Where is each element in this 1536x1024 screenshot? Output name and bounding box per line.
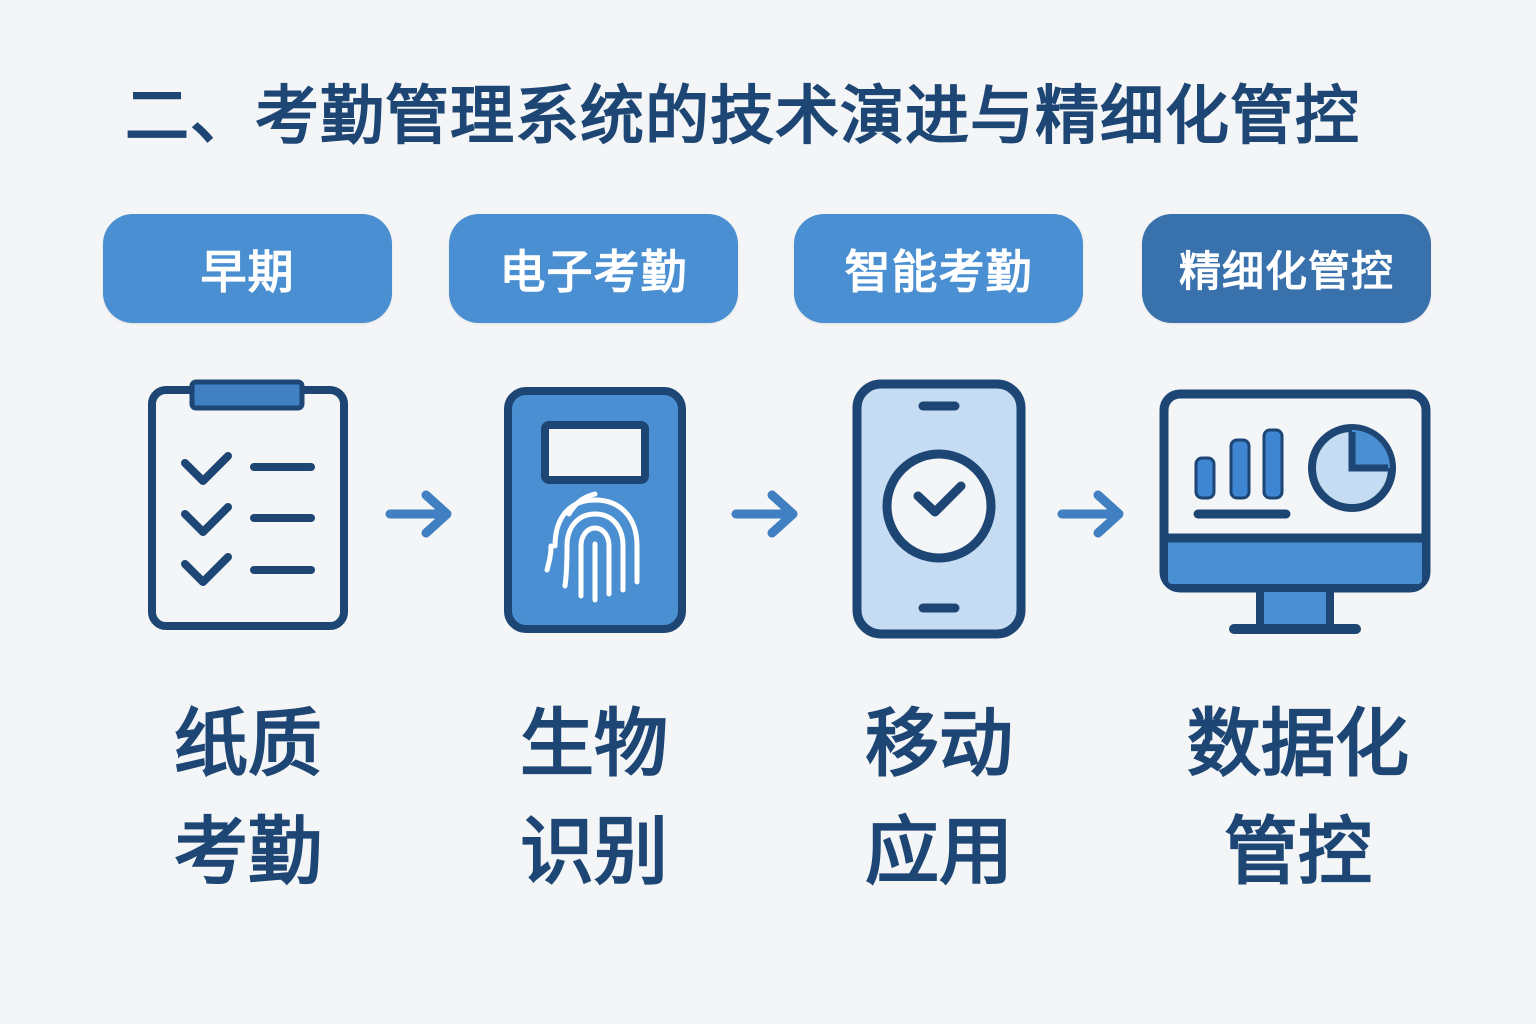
stage-label-mobile: 移动 应用 — [789, 690, 1089, 906]
pie-chart-icon — [1308, 424, 1396, 512]
label-line: 纸质 — [174, 701, 322, 787]
fingerprint-device-icon — [504, 387, 686, 633]
arrow-right-icon — [731, 490, 798, 538]
stage-label-biometric: 生物 识别 — [444, 690, 744, 906]
stage-label-data: 数据化 管控 — [1148, 690, 1448, 906]
label-line: 考勤 — [174, 809, 322, 895]
stage-pill-smart: 智能考勤 — [794, 214, 1083, 323]
mobile-phone-check-icon — [852, 379, 1026, 639]
bar-chart-icon — [1193, 428, 1291, 519]
clipboard-checklist-icon — [148, 379, 348, 630]
stage-pill-early: 早期 — [103, 214, 392, 323]
fingerprint-icon — [544, 491, 640, 603]
arrow-right-icon — [1057, 490, 1124, 538]
monitor-analytics-icon — [1159, 389, 1431, 634]
label-line: 应用 — [865, 809, 1013, 895]
label-line: 移动 — [865, 701, 1013, 787]
label-line: 管控 — [1224, 809, 1372, 895]
label-line: 数据化 — [1187, 701, 1409, 787]
arrow-right-icon — [385, 490, 452, 538]
stage-pill-refined: 精细化管控 — [1142, 214, 1431, 323]
stage-label-paper: 纸质 考勤 — [98, 690, 398, 906]
label-line: 生物 — [520, 701, 668, 787]
label-line: 识别 — [520, 809, 668, 895]
page-title: 二、考勤管理系统的技术演进与精细化管控 — [125, 80, 1360, 154]
stage-pill-electronic: 电子考勤 — [449, 214, 738, 323]
